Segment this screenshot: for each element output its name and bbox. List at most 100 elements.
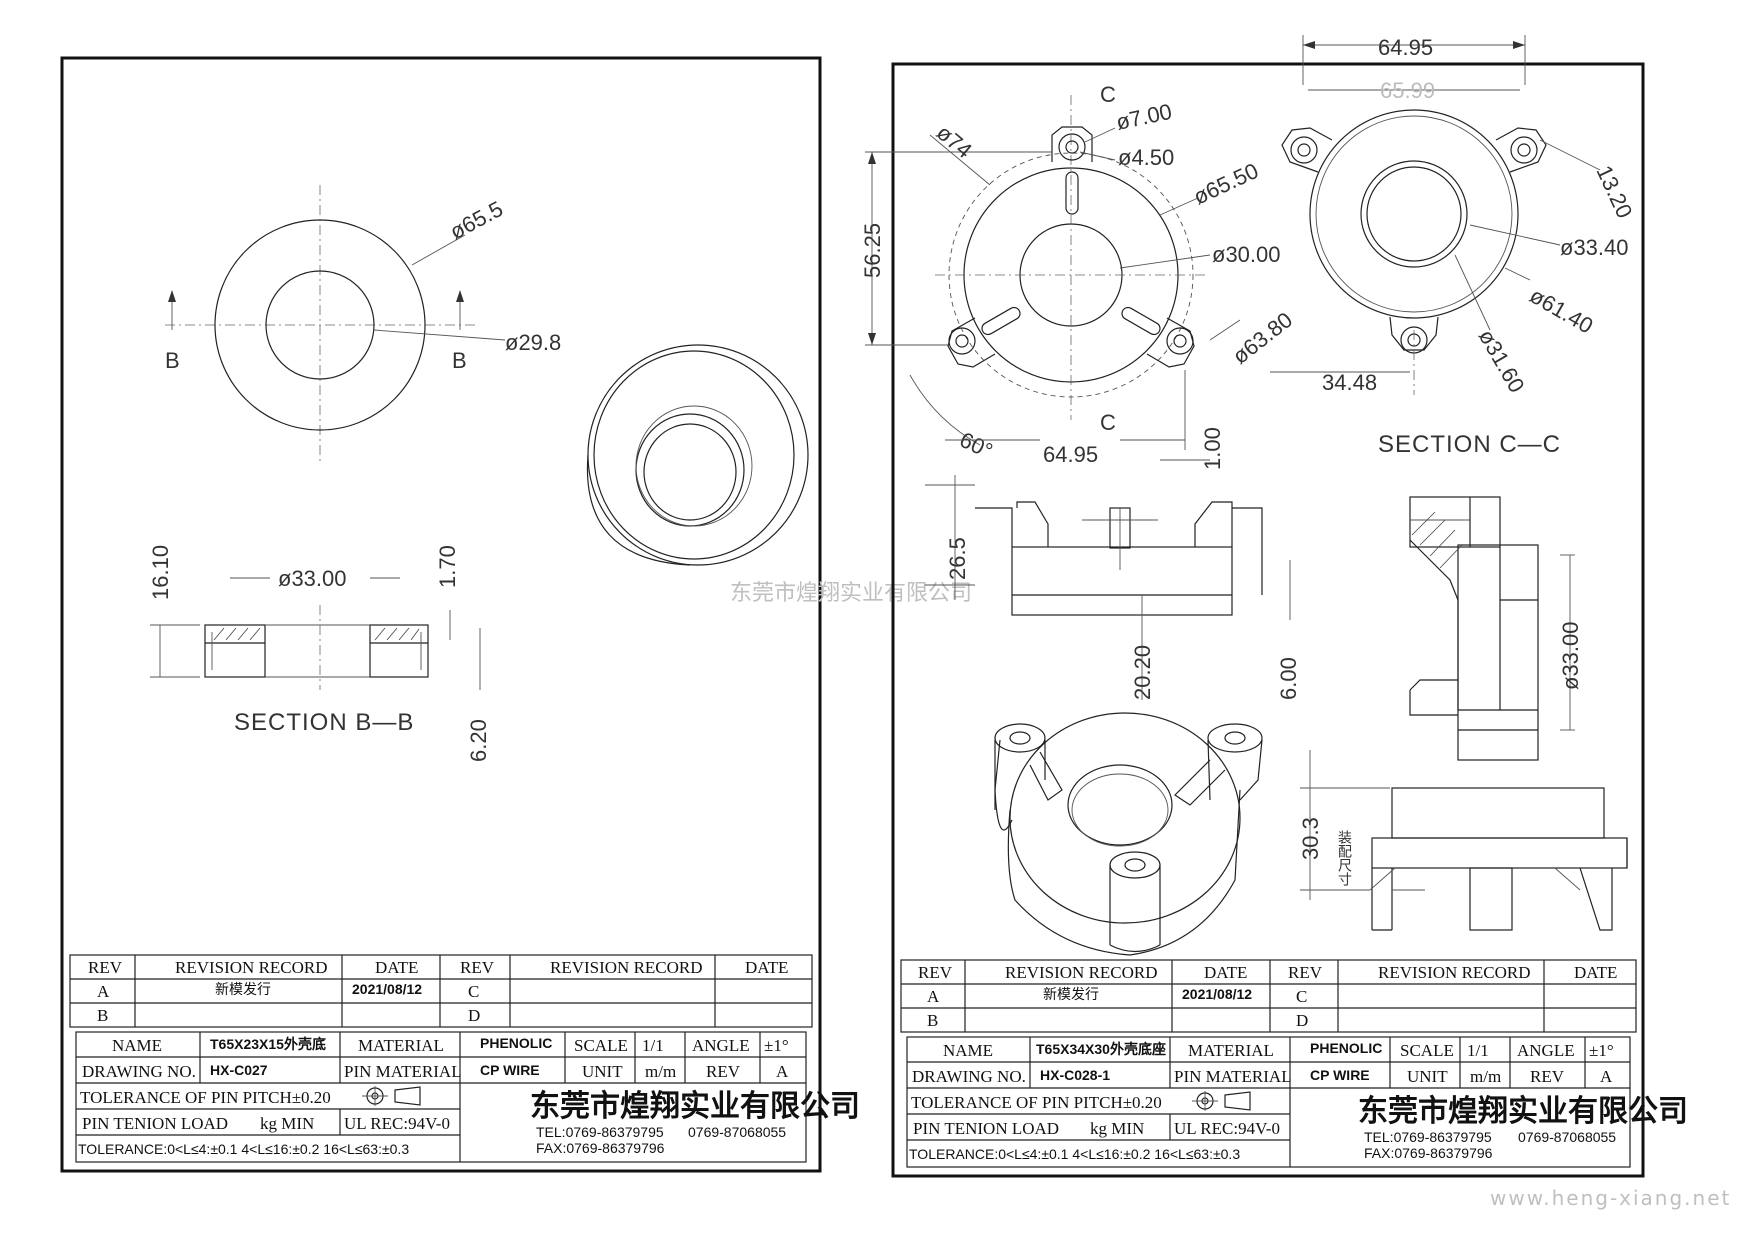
rev-header-5: REVISION RECORD: [550, 958, 703, 977]
material-label: MATERIAL: [358, 1036, 444, 1055]
rev-header-1: REV: [88, 958, 123, 977]
rmaterial-label: MATERIAL: [1188, 1041, 1274, 1060]
rname-label: NAME: [943, 1041, 993, 1060]
rev-header-3: DATE: [375, 958, 418, 977]
rpin-load-label: PIN TENION LOAD: [913, 1119, 1059, 1138]
dim-inner-width: 65.99: [1380, 78, 1435, 103]
material-value: PHENOLIC: [480, 1035, 552, 1051]
right-revision-table: REV REVISION RECORD DATE REV REVISION RE…: [900, 959, 1637, 1033]
right-sheet-border: [891, 62, 1645, 1178]
dim-step-dia: ø33.00: [278, 566, 347, 591]
rev-header-2: REVISION RECORD: [175, 958, 328, 977]
dim-top-width: 64.95: [1378, 35, 1433, 60]
runit-value: m/m: [1470, 1067, 1501, 1086]
rpin-load-unit: kg MIN: [1090, 1119, 1144, 1138]
rdrawing-no-label: DRAWING NO.: [912, 1067, 1026, 1086]
angle-label: ANGLE: [692, 1036, 750, 1055]
rrev-header-2: REVISION RECORD: [1005, 963, 1158, 982]
pin-load-label: PIN TENION LOAD: [82, 1114, 228, 1133]
dim-h5625: 56.25: [860, 223, 885, 278]
site-url: www.heng-xiang.net: [1490, 1186, 1731, 1210]
pin-material-value: CP WIRE: [480, 1062, 540, 1078]
section-mark-b-right: B: [452, 348, 467, 373]
dim-h2020: 20.20: [1130, 645, 1155, 700]
left-sheet: B B ø65.5 ø29.8: [60, 56, 860, 1173]
right-sheet: C C 56.25 ø74 ø7.00 ø4.50 ø65.50 ø30.00 …: [860, 35, 1688, 1178]
rev-row-b-rev2: D: [468, 1006, 480, 1025]
rrev-header-3: DATE: [1204, 963, 1247, 982]
scale-value: 1/1: [642, 1036, 664, 1055]
pin-material-label: PIN MATERIAL: [344, 1062, 462, 1081]
left-section-view: ø33.00 16.10 1.70 6.20 SECTION B—B: [148, 545, 491, 762]
dim-bottom-width: 64.95: [1043, 442, 1098, 467]
rev-row-a-record: 新模发行: [215, 981, 271, 997]
right-section-profile: ø33.00: [1409, 496, 1583, 761]
scale-label: SCALE: [574, 1036, 628, 1055]
rrev-header-1: REV: [918, 963, 953, 982]
dim-h600: 6.00: [1276, 657, 1301, 700]
dim-d3340: ø33.40: [1560, 235, 1629, 260]
right-side-view: 26.5 1.00 20.20 6.00: [925, 427, 1301, 700]
rrev-label: REV: [1530, 1067, 1565, 1086]
dim-d3160: ø31.60: [1474, 325, 1530, 397]
section-mark-c-top: C: [1100, 82, 1116, 107]
dim-angle60: 60°: [956, 427, 997, 464]
dim-d3000: ø30.00: [1212, 242, 1281, 267]
dim-d6140: ø61.40: [1526, 283, 1598, 339]
right-section-top-view: 64.95 65.99 13.20 ø33.40 ø61.40 ø31.60 3…: [1270, 35, 1637, 458]
rrev-row-a-date: 2021/08/12: [1182, 986, 1252, 1002]
rcompany-tel: TEL:0769-86379795: [1364, 1129, 1492, 1145]
unit-value: m/m: [645, 1062, 676, 1081]
rscale-value: 1/1: [1467, 1041, 1489, 1060]
dim-d6550: ø65.50: [1190, 158, 1263, 210]
rprojection-symbol-icon: [1192, 1091, 1251, 1111]
rrev-header-5: REVISION RECORD: [1378, 963, 1531, 982]
rmaterial-value: PHENOLIC: [1310, 1040, 1382, 1056]
dim-d700: ø7.00: [1114, 99, 1174, 135]
rrev-value: A: [1600, 1067, 1613, 1086]
rpin-material-value: CP WIRE: [1310, 1067, 1370, 1083]
dim-h265: 26.5: [945, 537, 970, 580]
company-fax: FAX:0769-86379796: [536, 1140, 665, 1156]
section-mark-c-bottom: C: [1100, 410, 1116, 435]
right-assembly-view: 30.3 装配尺寸: [1298, 750, 1628, 931]
left-top-view: B B ø65.5 ø29.8: [165, 185, 561, 465]
drawing-no-label: DRAWING NO.: [82, 1062, 196, 1081]
rul-rec: UL REC:94V-0: [1174, 1119, 1280, 1138]
rname-value: T65X34X30外壳底座: [1036, 1041, 1166, 1057]
unit-label: UNIT: [582, 1062, 623, 1081]
dim-height: 16.10: [148, 545, 173, 600]
projection-symbol-icon: [362, 1086, 421, 1106]
name-label: NAME: [112, 1036, 162, 1055]
rrev-row-b-rev: B: [927, 1011, 938, 1030]
right-section-label: SECTION C—C: [1378, 431, 1561, 458]
rrev-row-a-record: 新模发行: [1043, 986, 1099, 1002]
company-tel: TEL:0769-86379795: [536, 1124, 664, 1140]
tolerance-pitch: TOLERANCE OF PIN PITCH±0.20: [80, 1088, 331, 1107]
rpin-material-label: PIN MATERIAL: [1174, 1067, 1292, 1086]
angle-value: ±1°: [764, 1036, 789, 1055]
runit-label: UNIT: [1407, 1067, 1448, 1086]
rev-value: A: [776, 1062, 789, 1081]
rev-label: REV: [706, 1062, 741, 1081]
rtolerance-pitch: TOLERANCE OF PIN PITCH±0.20: [911, 1093, 1162, 1112]
dim-d450: ø4.50: [1118, 145, 1174, 170]
dim-lip: 1.70: [435, 545, 460, 588]
rrev-row-a-rev2: C: [1296, 987, 1307, 1006]
dim-base: 6.20: [466, 719, 491, 762]
dim-w3448: 34.48: [1322, 370, 1377, 395]
outer-circle: [214, 219, 426, 431]
dim-h100: 1.00: [1200, 427, 1225, 470]
rcompany-fax: FAX:0769-86379796: [1364, 1145, 1493, 1161]
ul-rec: UL REC:94V-0: [344, 1114, 450, 1133]
dim-outer-dia: ø65.5: [446, 196, 507, 244]
rangle-label: ANGLE: [1517, 1041, 1575, 1060]
right-iso-view: [994, 712, 1263, 956]
rev-row-b-rev: B: [97, 1006, 108, 1025]
left-section-label: SECTION B—B: [234, 709, 414, 736]
rdrawing-no-value: HX-C028-1: [1040, 1067, 1110, 1083]
drawing-no-value: HX-C027: [210, 1062, 268, 1078]
right-title-block: NAME T65X34X30外壳底座 DRAWING NO. HX-C028-1…: [906, 1036, 1688, 1168]
